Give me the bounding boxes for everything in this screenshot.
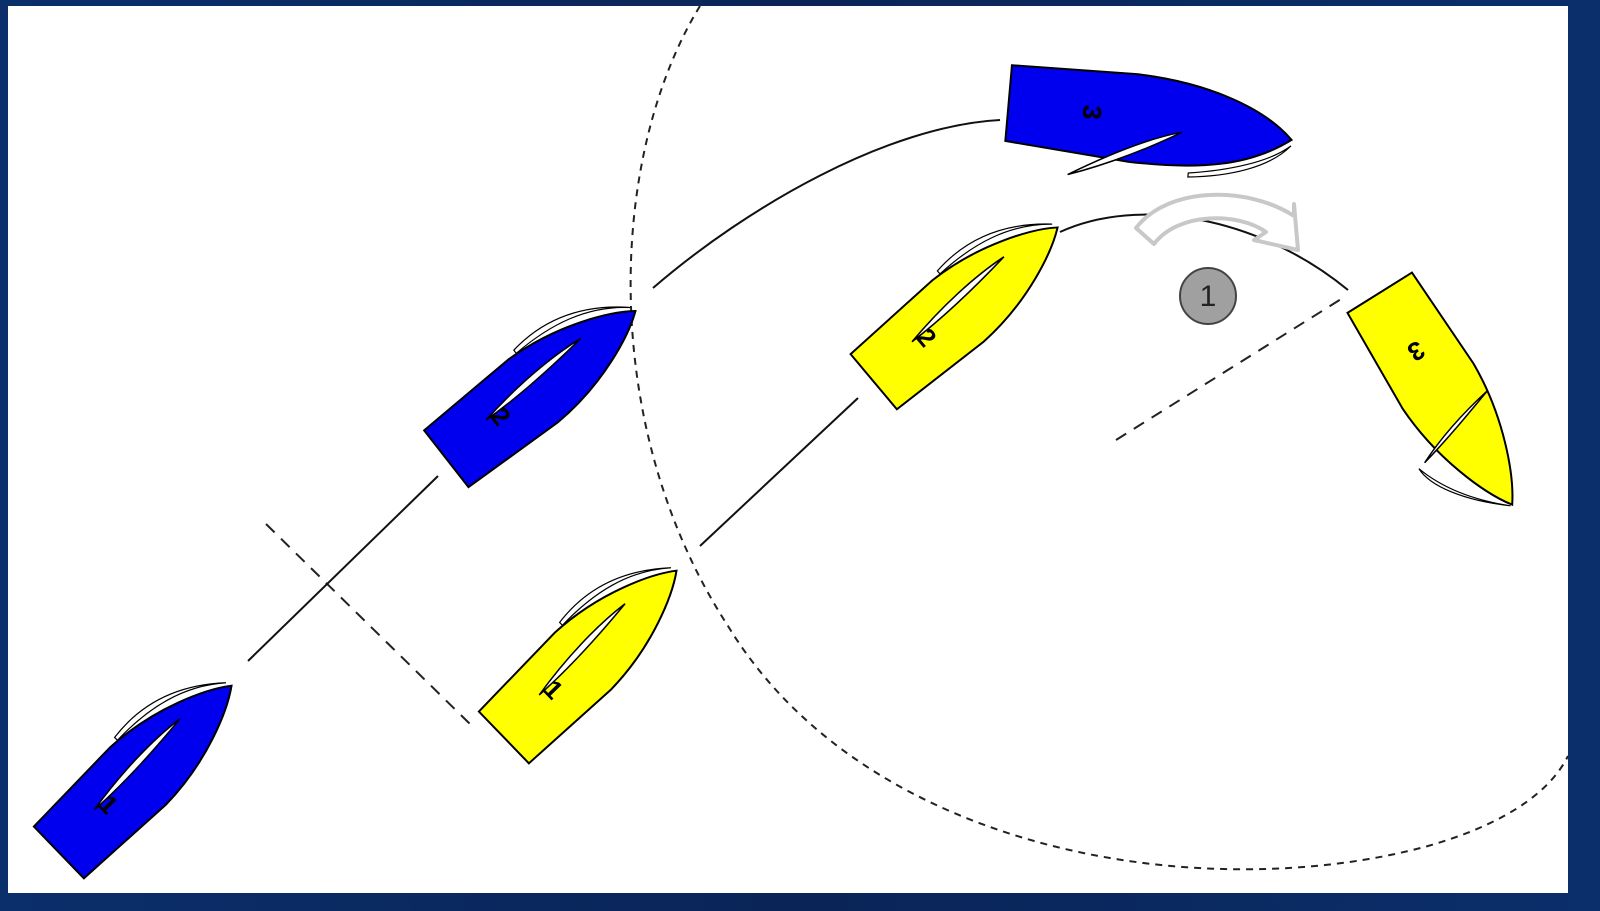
svg-text:3: 3 — [1077, 104, 1108, 121]
blue-track — [247, 119, 1001, 662]
rules-diagram: 1 1 2 3 — [32, 6, 1568, 880]
overlap-line-1 — [265, 523, 471, 725]
yellow-boat-1: 1 — [477, 567, 678, 765]
svg-text:1: 1 — [1200, 280, 1217, 313]
diagram-canvas: 1 1 2 3 — [8, 6, 1568, 893]
yellow-boat-3: 3 — [1346, 271, 1514, 507]
blue-boat-1: 1 — [32, 682, 233, 880]
overlap-line-2 — [1115, 295, 1347, 441]
blue-boat-3: 3 — [1004, 64, 1294, 178]
curved-arrow-icon — [1134, 192, 1300, 252]
yellow-boat-2: 2 — [849, 223, 1059, 411]
blue-boat-2: 2 — [422, 306, 637, 489]
mark-marker: 1 — [1179, 267, 1237, 325]
